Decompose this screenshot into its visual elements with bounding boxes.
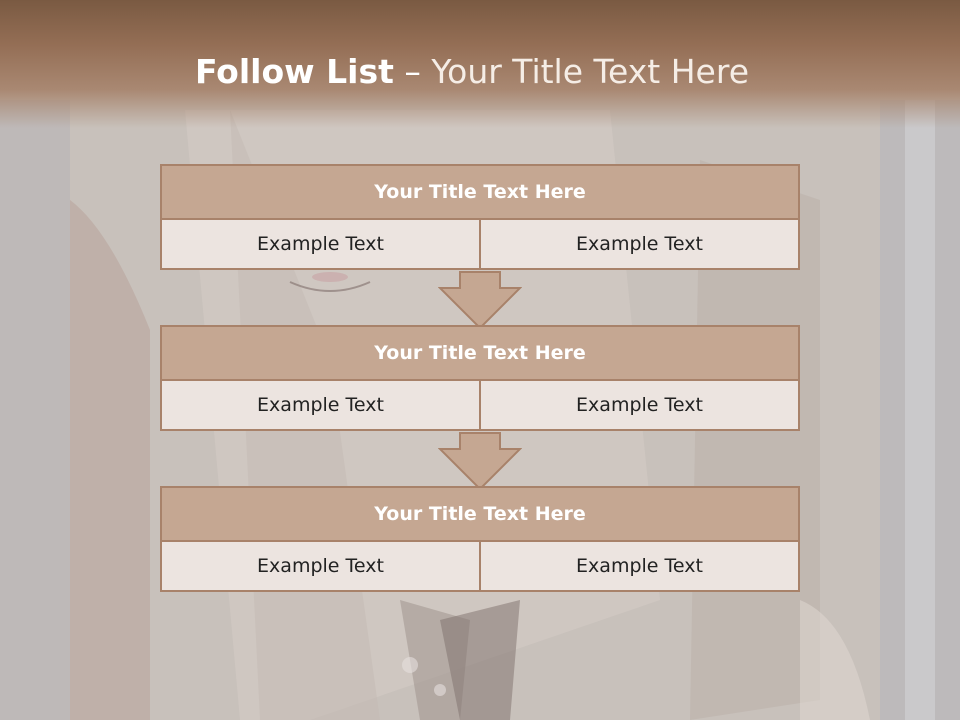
block-cell-left[interactable]: Example Text (160, 381, 481, 431)
block-cell-right[interactable]: Example Text (481, 381, 800, 431)
block-row: Example Text Example Text (160, 381, 800, 431)
block-cell-left[interactable]: Example Text (160, 542, 481, 592)
title-separator: – (393, 52, 432, 91)
list-block-3: Your Title Text Here Example Text Exampl… (160, 486, 800, 592)
block-cell-right[interactable]: Example Text (481, 220, 800, 270)
list-block-2: Your Title Text Here Example Text Exampl… (160, 325, 800, 431)
block-title[interactable]: Your Title Text Here (160, 486, 800, 542)
list-block-1: Your Title Text Here Example Text Exampl… (160, 164, 800, 270)
block-title[interactable]: Your Title Text Here (160, 164, 800, 220)
title-rest: Your Title Text Here (431, 52, 750, 91)
block-row: Example Text Example Text (160, 542, 800, 592)
block-cell-left[interactable]: Example Text (160, 220, 481, 270)
block-title[interactable]: Your Title Text Here (160, 325, 800, 381)
title-bold: Follow List (194, 52, 394, 91)
slide-title: Follow List – Your Title Text Here (0, 52, 944, 91)
down-arrow-icon (438, 271, 522, 330)
block-cell-right[interactable]: Example Text (481, 542, 800, 592)
down-arrow-icon (438, 432, 522, 491)
block-row: Example Text Example Text (160, 220, 800, 270)
header-band (0, 0, 960, 128)
